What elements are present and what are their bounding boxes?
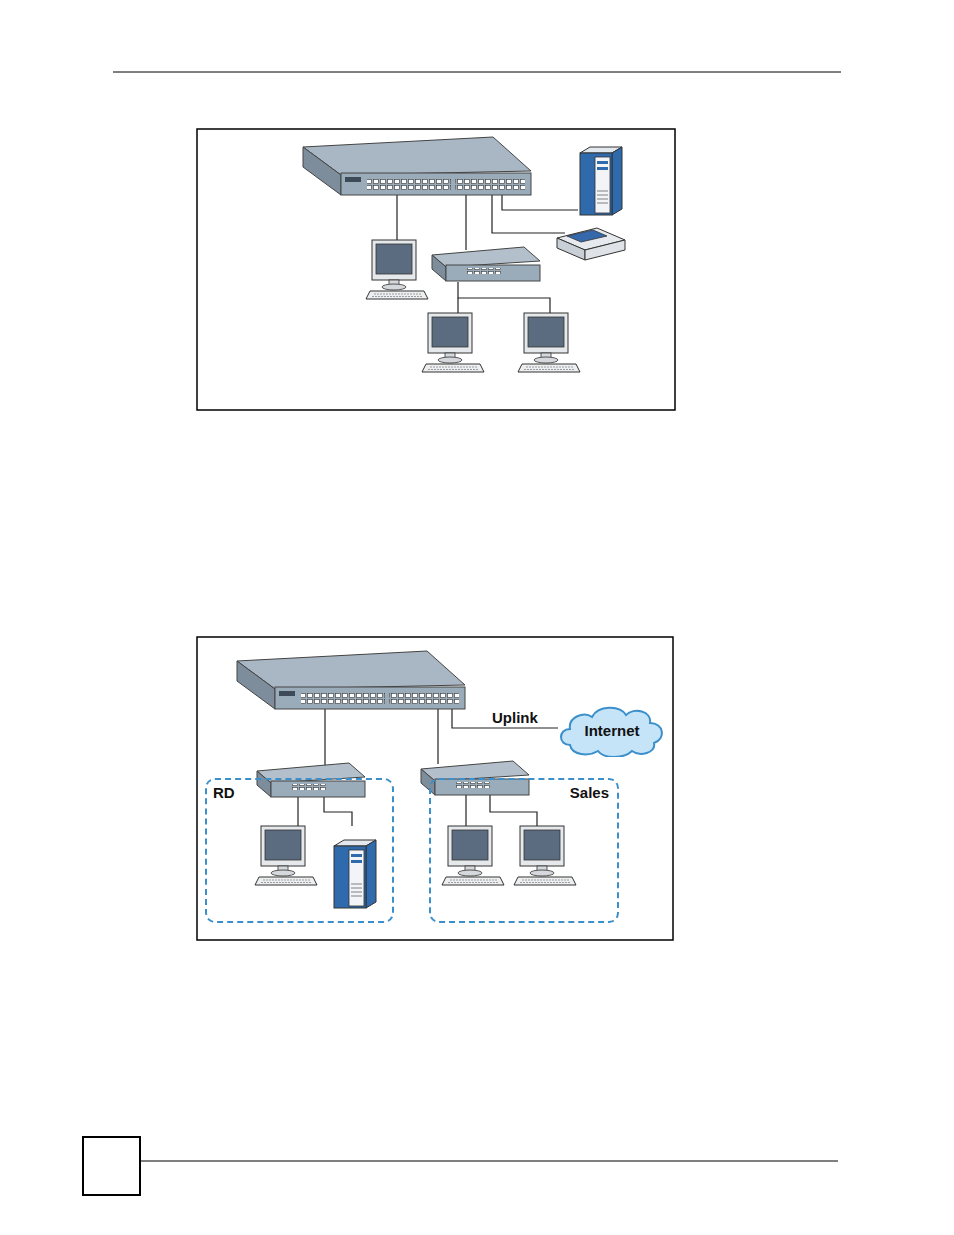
department-region: Sales: [429, 778, 619, 923]
department-region: RD: [205, 778, 394, 923]
internet-cloud: Internet: [556, 703, 668, 757]
link-label: Uplink: [490, 709, 540, 726]
region-heading: Sales: [570, 784, 609, 801]
cloud-label: Internet: [584, 722, 639, 739]
region-heading: RD: [213, 784, 235, 801]
